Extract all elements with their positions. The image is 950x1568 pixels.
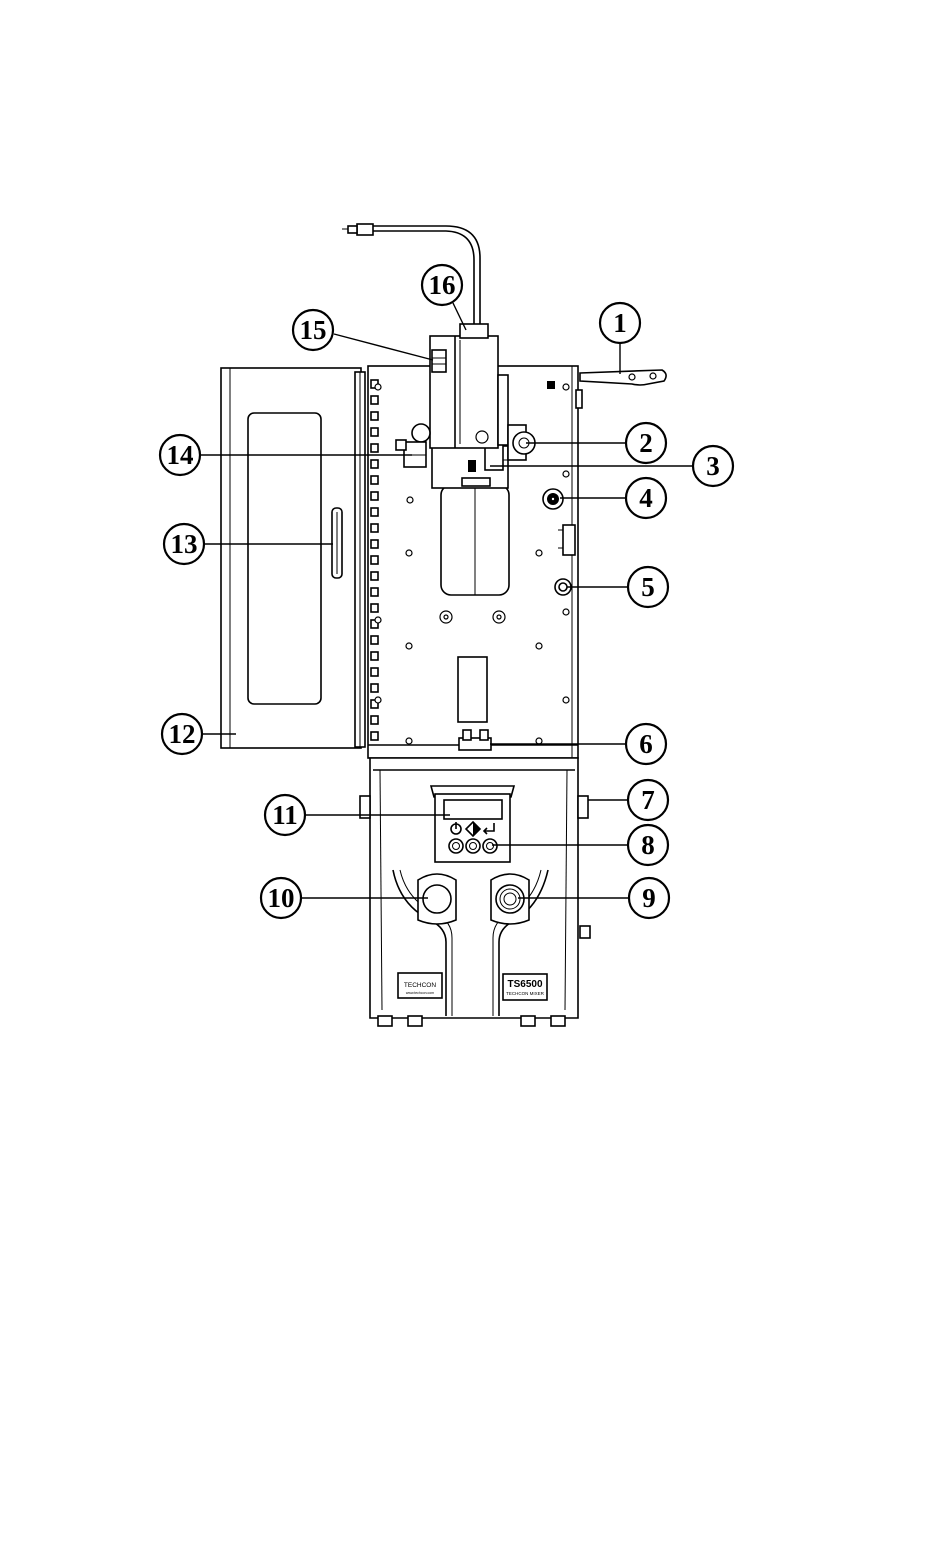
callout-9: 9: [629, 878, 669, 918]
label-plate: [458, 657, 487, 722]
svg-text:5: 5: [641, 572, 655, 602]
hinge-knuckle: [371, 412, 378, 420]
screw: [407, 497, 413, 503]
screw: [563, 697, 569, 703]
callout-6: 6: [626, 724, 666, 764]
svg-text:11: 11: [272, 800, 298, 830]
callout-2: 2: [626, 423, 666, 463]
svg-text:3: 3: [706, 451, 720, 481]
svg-text:7: 7: [641, 785, 655, 815]
control-panel: [431, 786, 514, 862]
hinge-knuckle: [371, 508, 378, 516]
screw: [406, 643, 412, 649]
screw: [375, 384, 381, 390]
screw: [375, 617, 381, 623]
hinge-knuckle: [371, 604, 378, 612]
callout-1: 1: [600, 303, 640, 343]
svg-text:12: 12: [169, 719, 196, 749]
screw: [563, 471, 569, 477]
hinge-knuckle: [371, 524, 378, 532]
svg-text:8: 8: [641, 830, 655, 860]
screw: [406, 738, 412, 744]
callout-11: 11: [265, 795, 305, 835]
svg-text:2: 2: [639, 428, 653, 458]
hinge-knuckle: [371, 668, 378, 676]
door: [221, 368, 365, 748]
callout-8: 8: [628, 825, 668, 865]
lcd-display: [444, 800, 502, 819]
brand-plate: TECHCON www.techcon.com: [398, 973, 442, 998]
callout-7: 7: [628, 780, 668, 820]
hinge-knuckle: [371, 428, 378, 436]
screw: [536, 643, 542, 649]
button-10[interactable]: [418, 874, 456, 924]
model-name: TS6500: [507, 979, 542, 990]
hinge-knuckle: [371, 460, 378, 468]
hinge-knuckle: [371, 492, 378, 500]
keypad-button-right[interactable]: [483, 839, 497, 853]
callout-13: 13: [164, 524, 204, 564]
port-4: [543, 489, 563, 509]
brand-name: TECHCON: [404, 982, 436, 989]
svg-text:13: 13: [171, 529, 198, 559]
callout-12: 12: [162, 714, 202, 754]
hinge-knuckles: [371, 380, 378, 740]
screw: [536, 550, 542, 556]
keypad-button-middle[interactable]: [466, 839, 480, 853]
callout-16: 16: [422, 265, 462, 305]
callout-5: 5: [628, 567, 668, 607]
callout-15: 15: [293, 310, 333, 350]
screw: [406, 550, 412, 556]
svg-text:16: 16: [429, 270, 456, 300]
hinge-knuckle: [371, 396, 378, 404]
hinge-knuckle: [371, 444, 378, 452]
model-subtitle: TECHCON MIXER: [506, 991, 545, 996]
hinge-knuckle: [371, 732, 378, 740]
svg-text:14: 14: [167, 440, 194, 470]
screw: [563, 384, 569, 390]
screw: [536, 738, 542, 744]
door-handle: [332, 508, 342, 578]
keypad-button-left[interactable]: [449, 839, 463, 853]
hinge-knuckle: [371, 556, 378, 564]
mount-bar: [580, 370, 666, 385]
screw: [563, 609, 569, 615]
svg-text:4: 4: [639, 483, 653, 513]
callout-10: 10: [261, 878, 301, 918]
hinge-knuckle: [371, 572, 378, 580]
svg-text:15: 15: [300, 315, 327, 345]
hinge-knuckle: [371, 540, 378, 548]
screw: [375, 697, 381, 703]
hinge-knuckle: [371, 476, 378, 484]
model-plate: TS6500 TECHCON MIXER: [503, 974, 547, 1000]
callout-14: 14: [160, 435, 200, 475]
warning-icon: [547, 381, 555, 389]
hinge-knuckle: [371, 652, 378, 660]
callout-3: 3: [693, 446, 733, 486]
brand-url: www.techcon.com: [406, 991, 434, 995]
svg-text:9: 9: [642, 883, 656, 913]
callout-4: 4: [626, 478, 666, 518]
hinge-knuckle: [371, 636, 378, 644]
button-9[interactable]: [491, 874, 529, 924]
svg-text:6: 6: [639, 729, 653, 759]
hinge-knuckle: [371, 684, 378, 692]
hinge-knuckle: [371, 588, 378, 596]
svg-text:1: 1: [613, 308, 627, 338]
hinge-knuckle: [371, 716, 378, 724]
svg-text:10: 10: [268, 883, 295, 913]
